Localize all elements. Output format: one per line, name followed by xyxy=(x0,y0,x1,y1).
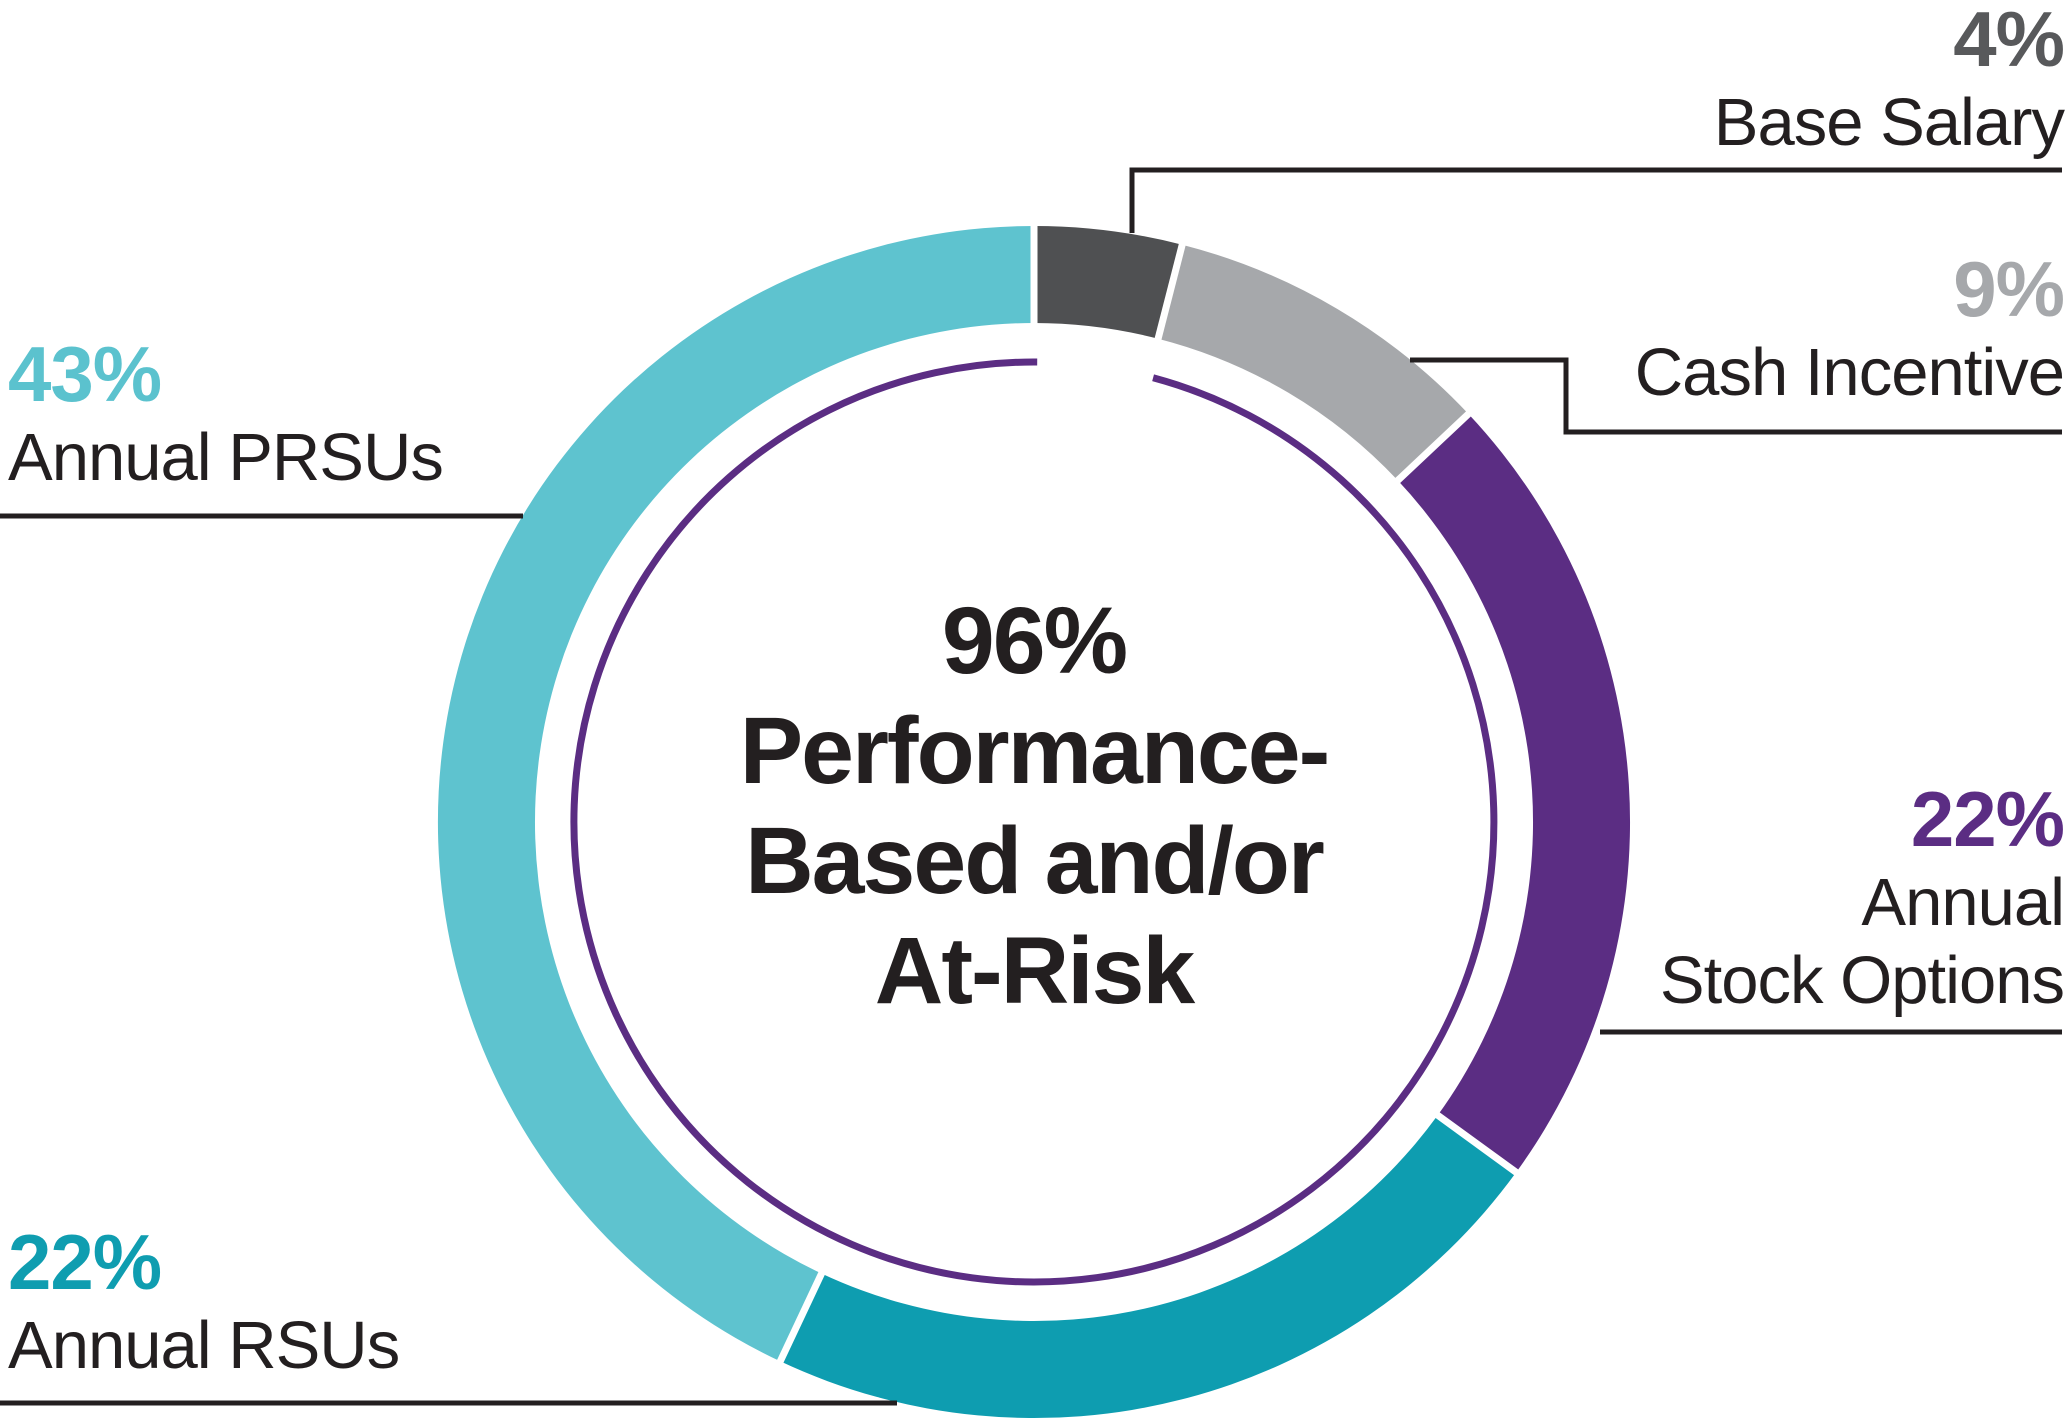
segment-cash-incentive xyxy=(1158,244,1469,481)
segment-separator xyxy=(1154,241,1187,342)
label-annual-rsus: 22% Annual RSUs xyxy=(8,1223,628,1385)
label-annual-stock-options-name: Annual Stock Options xyxy=(1659,865,2065,1019)
label-cash-incentive: 9% Cash Incentive xyxy=(1444,245,2065,412)
label-base-salary-pct: 4% xyxy=(1953,0,2065,83)
label-cash-incentive-name: Cash Incentive xyxy=(1634,335,2065,410)
center-label: 96% Performance- Based and/or At-Risk xyxy=(534,586,1534,1026)
center-label-line: Based and/or xyxy=(745,808,1325,914)
label-annual-prsus-name: Annual PRSUs xyxy=(8,420,444,495)
label-annual-rsus-name: Annual RSUs xyxy=(8,1308,400,1383)
center-label-line: At-Risk xyxy=(874,918,1196,1024)
segment-annual-rsus xyxy=(780,1115,1517,1419)
segment-separator xyxy=(1393,410,1473,485)
segment-separator xyxy=(1434,1111,1520,1177)
label-base-salary: 4% Base Salary xyxy=(1444,0,2065,162)
center-label-percent: 96% xyxy=(941,588,1128,694)
callout-line-base-salary xyxy=(1129,167,2062,233)
label-base-salary-name: Base Salary xyxy=(1713,85,2065,160)
segment-annual-prsus xyxy=(437,225,1034,1362)
inner-performance-ring xyxy=(570,358,1498,1286)
callout-line-cash-incentive xyxy=(1410,357,2062,435)
label-annual-prsus: 43% Annual PRSUs xyxy=(8,335,628,497)
center-label-line: Performance- xyxy=(739,698,1330,804)
label-cash-incentive-pct: 9% xyxy=(1953,245,2065,333)
label-annual-stock-options-pct: 22% xyxy=(1910,775,2065,863)
label-annual-prsus-pct: 43% xyxy=(8,330,162,418)
segment-annual-stock-options xyxy=(1397,414,1631,1173)
segment-base-salary xyxy=(1034,225,1183,339)
segment-separator xyxy=(776,1270,826,1365)
label-annual-rsus-pct: 22% xyxy=(8,1218,162,1306)
label-annual-stock-options: 22% Annual Stock Options xyxy=(1444,775,2065,1021)
